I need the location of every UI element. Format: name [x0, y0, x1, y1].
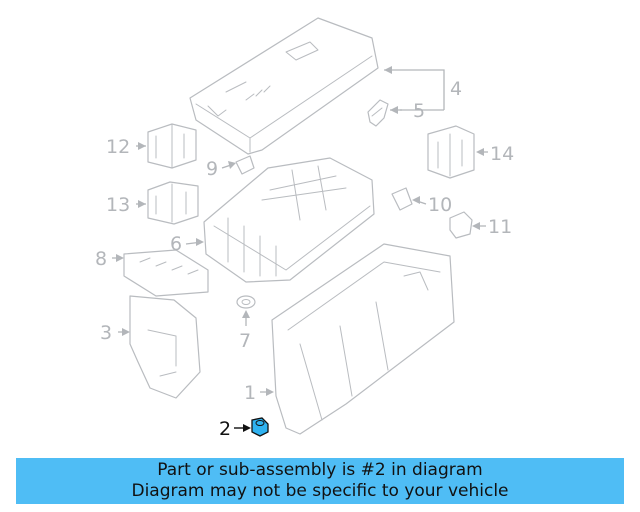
part-13-relay-block[interactable]	[147, 181, 199, 225]
callout-2: 2	[219, 418, 231, 440]
part-2-nut[interactable]	[251, 417, 269, 437]
callout-14: 14	[490, 143, 514, 165]
callout-6: 6	[170, 233, 182, 255]
callout-9: 9	[206, 158, 218, 180]
parts-diagram: 1 2 3 4 5 6 7 8 9 10 11 12 13 14	[95, 17, 514, 440]
part-7-grommet[interactable]	[236, 295, 256, 309]
callout-11: 11	[488, 216, 512, 238]
part-5-clip[interactable]	[367, 99, 389, 127]
part-14-relay-block[interactable]	[427, 125, 475, 179]
part-6-fuse-block[interactable]	[203, 157, 375, 283]
callout-arrowheads	[116, 66, 484, 432]
part-8-fuse-strip[interactable]	[123, 249, 209, 297]
info-banner: Part or sub-assembly is #2 in diagram Di…	[16, 458, 624, 504]
callout-1: 1	[244, 382, 256, 404]
callout-numbers: 1 2 3 4 5 6 7 8 9 10 11 12 13 14	[95, 78, 514, 440]
banner-line-2: Diagram may not be specific to your vehi…	[131, 481, 509, 501]
callout-5: 5	[413, 100, 425, 122]
part-3-bracket[interactable]	[129, 295, 201, 399]
callout-12: 12	[106, 136, 130, 158]
callout-13: 13	[106, 194, 130, 216]
callout-8: 8	[95, 248, 107, 270]
part-10-fuse[interactable]	[391, 187, 413, 211]
part-1-lower-tray[interactable]	[271, 243, 455, 435]
part-4-cover[interactable]	[189, 17, 379, 155]
callout-3: 3	[100, 322, 112, 344]
part-9-fuse[interactable]	[235, 155, 255, 175]
banner-line-1: Part or sub-assembly is #2 in diagram	[157, 460, 483, 480]
callout-10: 10	[428, 194, 452, 216]
callout-4: 4	[450, 78, 462, 100]
callout-7: 7	[239, 330, 251, 352]
part-11-relay[interactable]	[449, 211, 473, 239]
part-12-relay-block[interactable]	[147, 123, 197, 169]
